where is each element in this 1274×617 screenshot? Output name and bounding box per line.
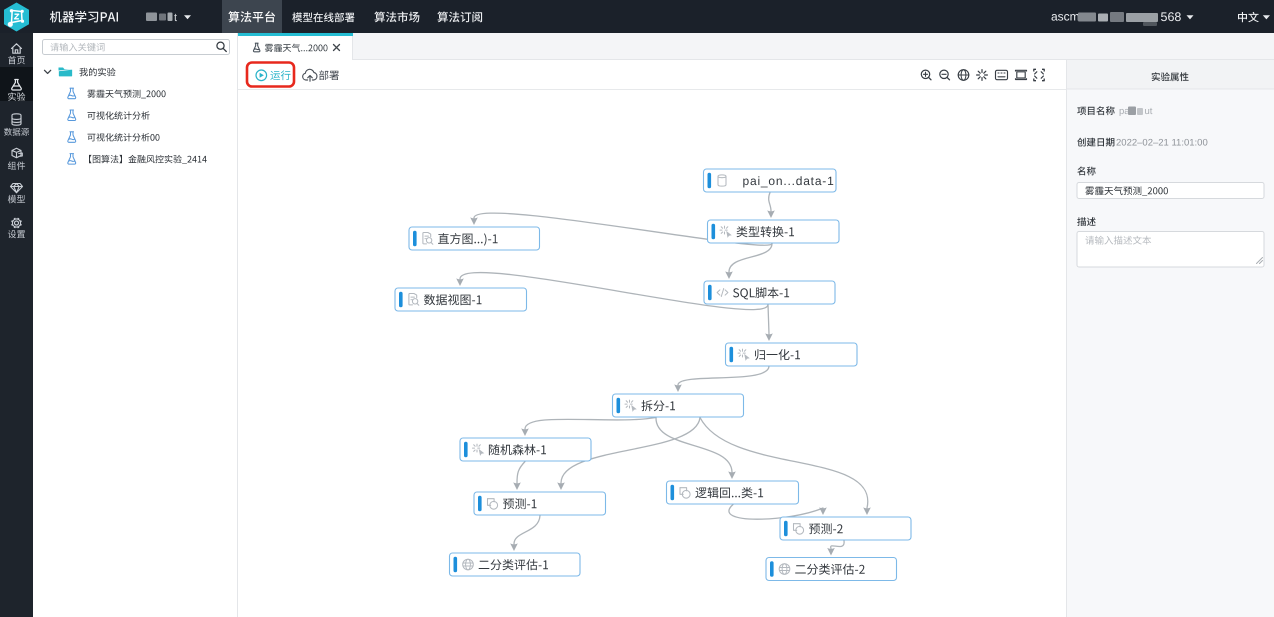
svg-text:t: t [174, 12, 177, 24]
svg-text:pa: pa [1119, 106, 1130, 117]
svg-text:568: 568 [1161, 10, 1182, 24]
svg-text:ut: ut [1145, 106, 1153, 117]
svg-text:ascm: ascm [1051, 10, 1080, 24]
svg-text:pai_on...data-1: pai_on...data-1 [743, 174, 835, 188]
svg-text:2022–02–21 11:01:00: 2022–02–21 11:01:00 [1116, 137, 1208, 148]
